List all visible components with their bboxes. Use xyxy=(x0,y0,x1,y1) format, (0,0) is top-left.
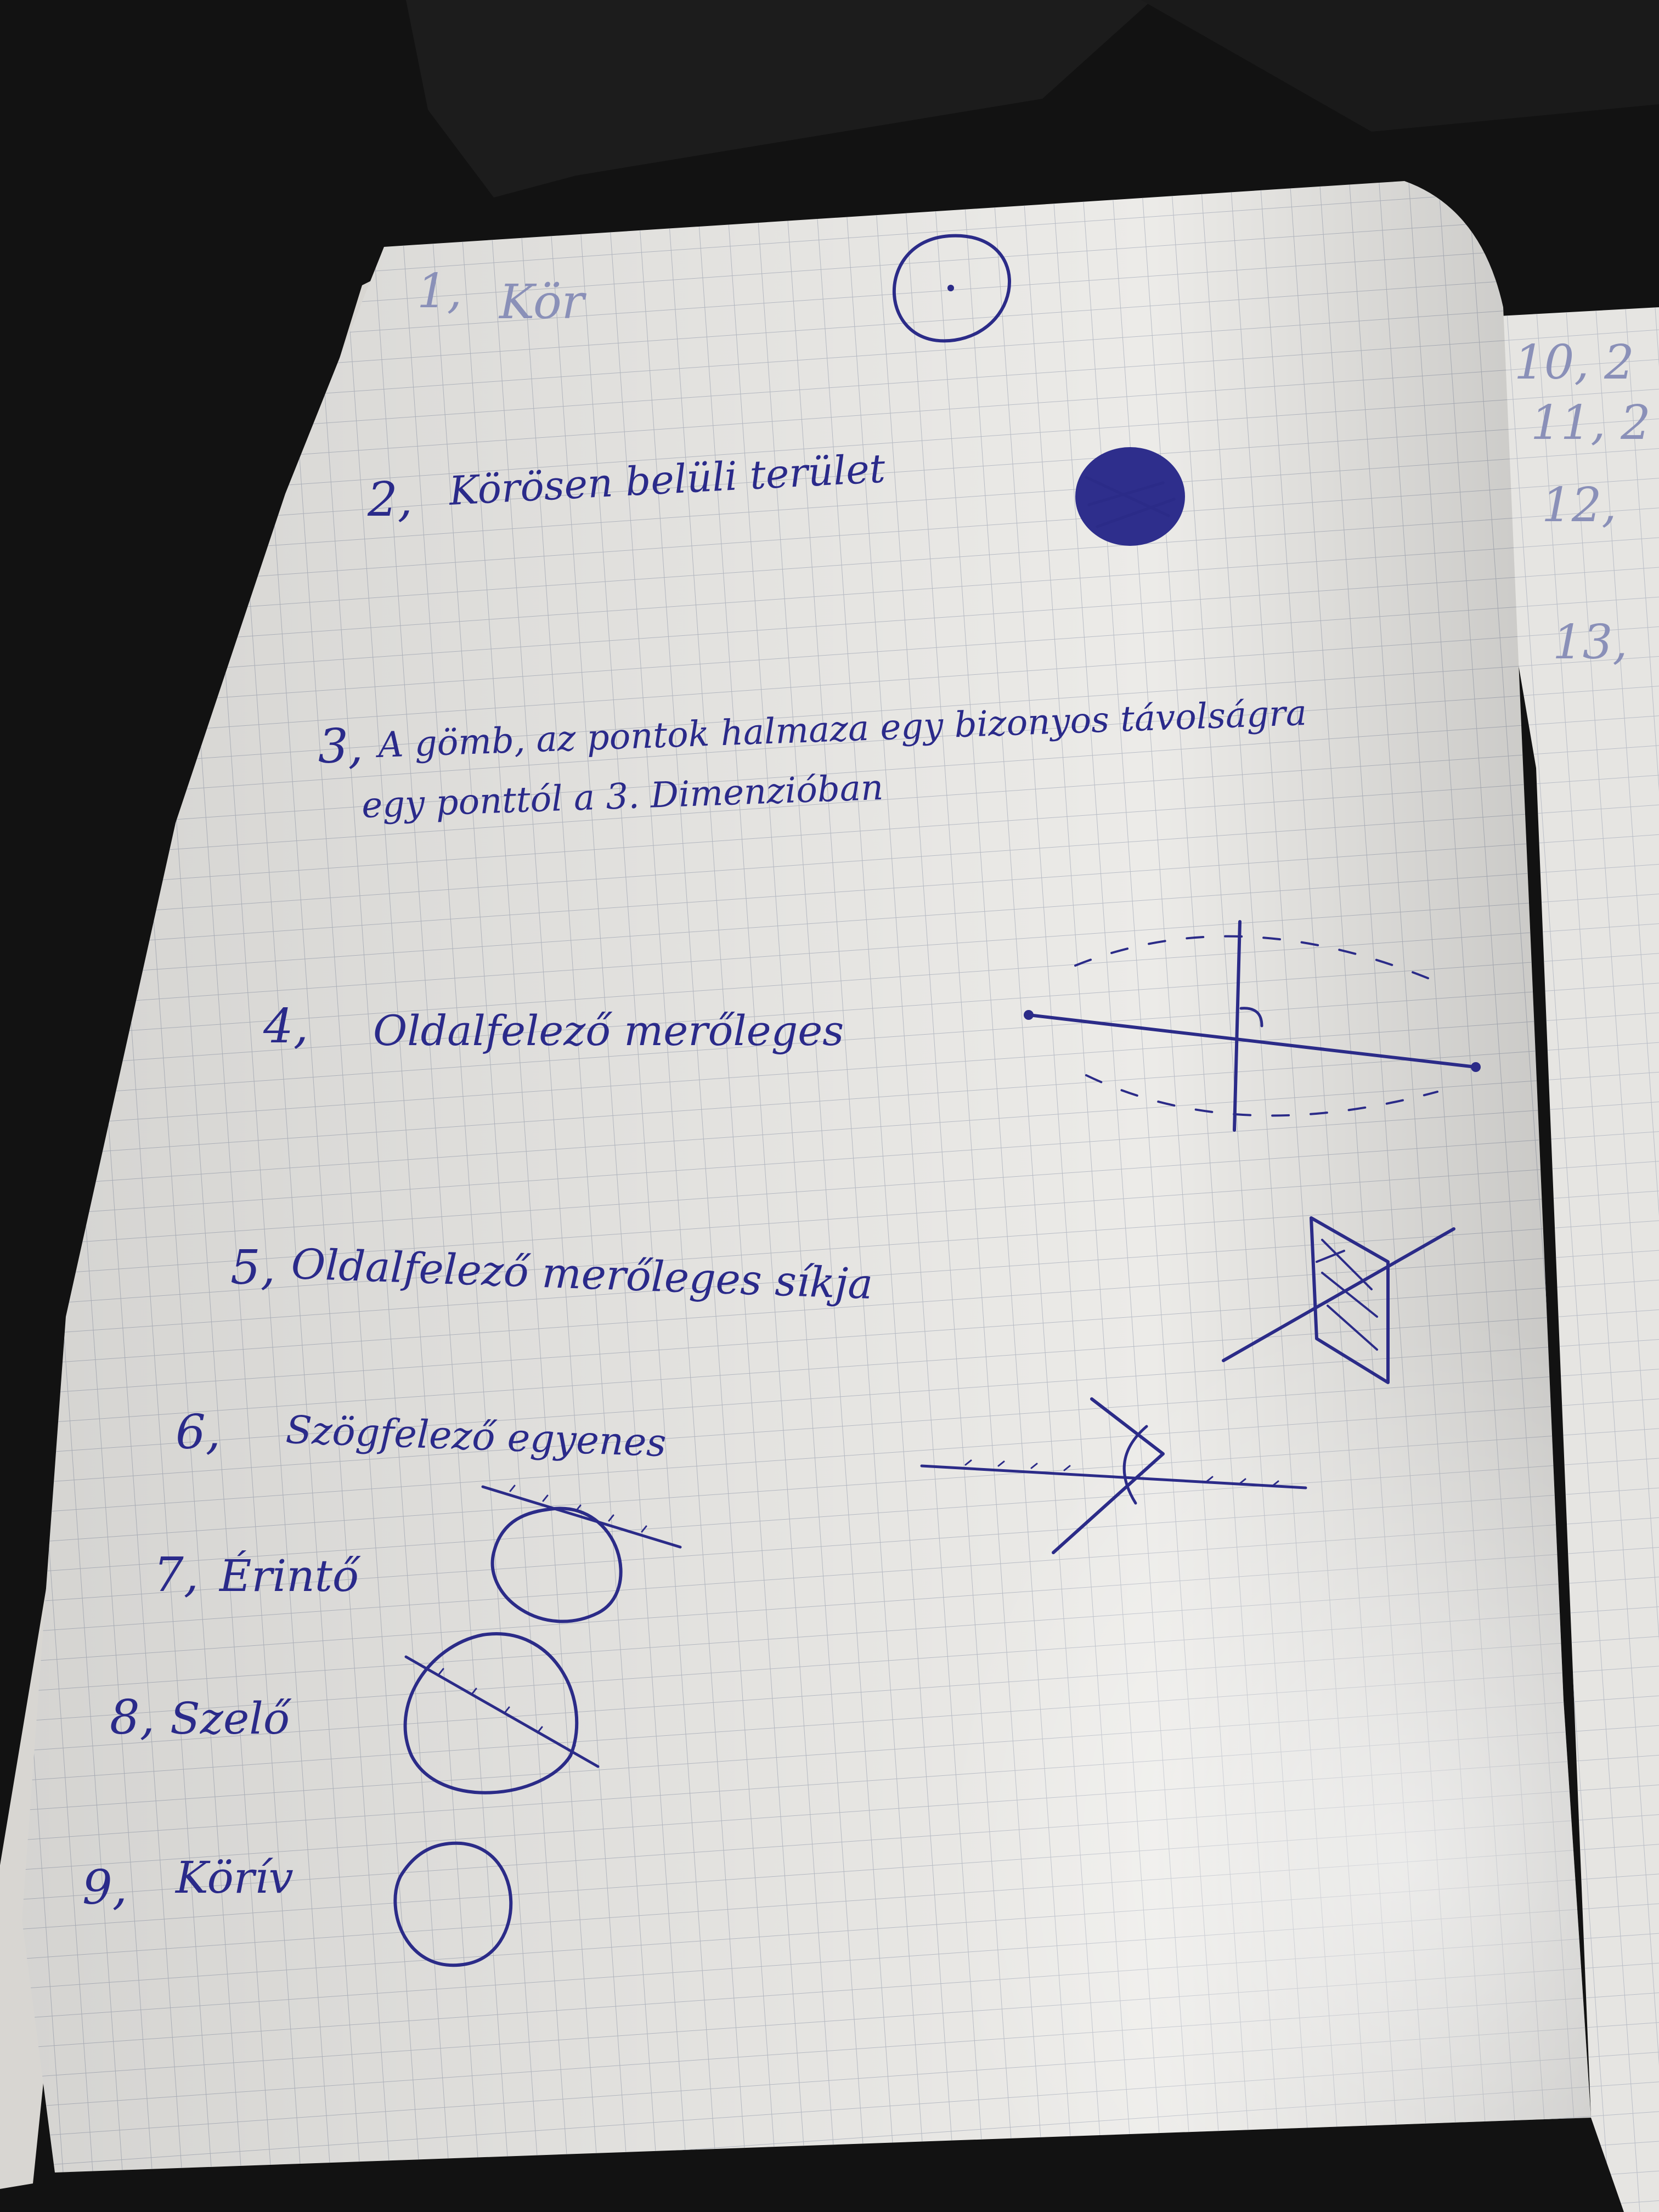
dark-object-right xyxy=(1141,0,1659,132)
left-page xyxy=(22,181,1591,2172)
filled-disc-sketch xyxy=(1075,447,1185,546)
item-2-number: 2, xyxy=(367,472,413,527)
item-9-text: Körív xyxy=(174,1852,294,1903)
right-page-number-12: 12, xyxy=(1542,478,1617,533)
item-7-text: Érintő xyxy=(218,1550,361,1601)
circle-sketch xyxy=(893,234,1011,343)
tangent-sketch xyxy=(481,1485,682,1623)
item-8-number: 8, xyxy=(110,1690,155,1745)
item-4-text: Oldalfelező merőleges xyxy=(373,1006,844,1055)
item-1-number: 1, xyxy=(417,264,462,319)
item-7-number: 7, xyxy=(154,1548,199,1602)
item-6-number: 6, xyxy=(176,1405,221,1460)
right-page-number-10: 10, 2 xyxy=(1514,335,1634,390)
perpendicular-bisector-sketch xyxy=(1024,920,1481,1132)
right-page-number-13: 13, xyxy=(1553,615,1628,670)
arc-sketch xyxy=(393,1841,513,1967)
item-1-text: Kör xyxy=(498,275,587,330)
angle-bisector-sketch xyxy=(920,1397,1307,1554)
item-4-number: 4, xyxy=(263,999,308,1054)
item-9-number: 9, xyxy=(82,1860,127,1915)
secant-sketch xyxy=(403,1632,600,1795)
item-3-number: 3, xyxy=(318,719,363,774)
item-8-text: Szelő xyxy=(170,1693,292,1744)
right-page-number-11: 11, 2 xyxy=(1531,396,1651,450)
item-5-number: 5, xyxy=(230,1240,275,1295)
dark-object xyxy=(406,0,1152,198)
bisector-plane-sketch xyxy=(1222,1216,1455,1384)
